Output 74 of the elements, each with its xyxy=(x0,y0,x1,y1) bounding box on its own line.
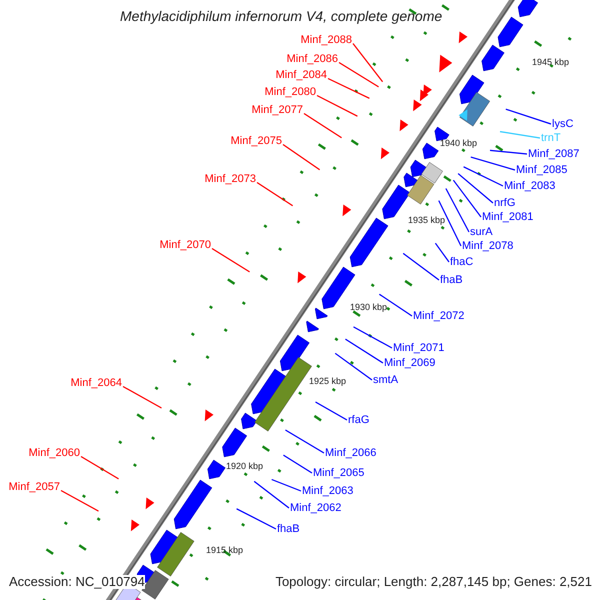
leader-line xyxy=(212,248,250,272)
gene-label: rfaG xyxy=(348,413,370,427)
leader-line xyxy=(60,490,99,512)
leader-line xyxy=(271,478,302,492)
leader-line xyxy=(352,43,384,82)
scale-label: 1935 kbp xyxy=(408,215,446,225)
scale-label: 1920 kbp xyxy=(226,461,264,471)
gene-label: Minf_2085 xyxy=(516,163,568,177)
genome-info-text: Topology: circular; Length: 2,287,145 bp; Genes: 2,521 xyxy=(275,575,592,589)
leader-line xyxy=(452,180,482,218)
gene-label: Minf_2084 xyxy=(276,68,327,82)
gene-label: fhaB xyxy=(440,273,463,287)
gene-label: Minf_2088 xyxy=(300,33,352,47)
gene-label: Minf_2071 xyxy=(393,341,444,355)
scale-label: 1915 kbp xyxy=(206,545,244,555)
leader-line xyxy=(490,150,528,155)
gene-label: fhaC xyxy=(450,255,474,269)
gene-label: Minf_2060 xyxy=(28,446,80,460)
scale-label: 1925 kbp xyxy=(309,376,346,386)
gene-label: Minf_2078 xyxy=(462,239,514,253)
leader-line xyxy=(338,62,379,88)
leader-line xyxy=(463,166,504,187)
gene-label: Minf_2077 xyxy=(252,103,303,117)
gene-label: Minf_2063 xyxy=(302,484,354,498)
leader-line xyxy=(122,386,162,409)
leader-line xyxy=(402,252,440,280)
title: Methylacidiphilum infernorum V4, complete genome xyxy=(120,9,442,23)
leader-line xyxy=(316,94,358,117)
leader-line xyxy=(304,113,342,138)
gene-label: Minf_2065 xyxy=(313,466,364,480)
gene-label: Minf_2087 xyxy=(528,147,580,161)
gene-label: smtA xyxy=(373,373,398,387)
gene-label: trnT xyxy=(541,131,561,145)
leader-line xyxy=(445,188,470,232)
leader-line xyxy=(345,338,384,364)
leader-line xyxy=(328,78,370,99)
scale-label: 1930 kbp xyxy=(350,302,388,312)
gene-label: Minf_2083 xyxy=(504,179,556,193)
leader-line xyxy=(282,144,320,170)
leader-line xyxy=(353,326,392,349)
gene-label: Minf_2066 xyxy=(325,446,376,460)
scale-label: 1945 kbp xyxy=(532,57,570,67)
gene-label: Minf_2072 xyxy=(413,309,464,323)
leader-line xyxy=(285,429,324,454)
leader-line xyxy=(470,156,516,171)
gene-label: Minf_2064 xyxy=(70,376,122,390)
gene-label: Minf_2086 xyxy=(286,52,338,66)
leader-line xyxy=(438,200,462,246)
leader-line xyxy=(434,242,450,262)
leader-line xyxy=(458,173,494,204)
leader-line xyxy=(80,456,119,480)
gene-label: Minf_2062 xyxy=(290,501,342,515)
leader-line xyxy=(506,108,552,125)
gene-label: Minf_2080 xyxy=(264,85,316,99)
gene-label: Minf_2075 xyxy=(230,134,282,148)
gene-label: Minf_2070 xyxy=(160,238,211,252)
gene-label: Minf_2057 xyxy=(8,480,60,494)
leader-line xyxy=(315,401,348,421)
leader-line xyxy=(256,182,294,206)
gene-label: Minf_2069 xyxy=(384,356,436,370)
leader-line xyxy=(283,454,312,474)
leader-line xyxy=(236,508,276,530)
leader-line xyxy=(334,352,372,380)
scale-label: 1940 kbp xyxy=(440,138,478,148)
gene-label: surA xyxy=(470,225,493,239)
leader-line xyxy=(254,480,290,508)
accession-text: Accession: NC_010794 xyxy=(9,575,145,589)
gene-label: Minf_2081 xyxy=(482,210,534,224)
gene-label: nrfG xyxy=(494,196,516,210)
leader-line xyxy=(378,294,412,316)
gene-label: lysC xyxy=(552,117,574,131)
leader-line xyxy=(500,131,540,139)
gene-label: fhaB xyxy=(277,522,300,536)
gene-label: Minf_2073 xyxy=(204,172,256,186)
